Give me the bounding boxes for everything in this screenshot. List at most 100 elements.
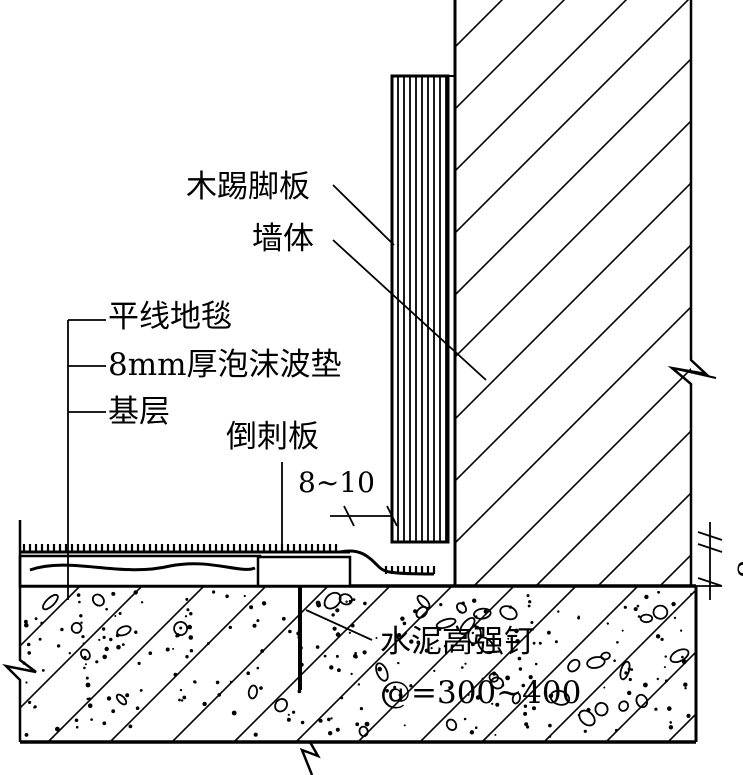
slab-dot: [388, 639, 391, 642]
wood-baseboard: [390, 74, 455, 544]
slab-pebble: [435, 617, 457, 630]
slab-pebble: [70, 622, 83, 634]
slab-dot: [630, 668, 634, 671]
slab-dot: [424, 648, 429, 653]
slab-dot: [281, 616, 286, 621]
slab-dot: [178, 698, 181, 702]
slab-pebble: [490, 676, 505, 690]
slab-dot: [683, 682, 688, 687]
slab-hatch-line: [0, 587, 17, 742]
slab-dot: [528, 675, 533, 680]
slab-dot: [557, 610, 560, 613]
slab-dot: [471, 631, 474, 635]
slab-pebble: [358, 725, 369, 738]
slab-dot: [400, 616, 405, 621]
slab-pebble: [115, 693, 128, 706]
slab-dot: [461, 666, 464, 669]
slab-hatch-line: [481, 587, 638, 742]
slab-hatch-line: [295, 587, 452, 742]
slab-dot: [518, 667, 523, 671]
slab-dot: [664, 679, 668, 683]
slab-dot: [684, 687, 687, 690]
wall-hatch-line: [455, 119, 691, 359]
slab-dot: [416, 640, 421, 645]
slab-pebble: [415, 605, 429, 619]
slab-dot: [350, 623, 355, 628]
slab-pebble: [247, 684, 258, 700]
slab-dot: [327, 717, 331, 722]
slab-dot: [348, 631, 351, 634]
slab-pebble: [274, 698, 288, 713]
gripper-strip: [256, 555, 352, 588]
slab-dot: [179, 626, 183, 630]
slab-dot: [329, 665, 334, 670]
slab-pebble: [567, 658, 581, 673]
slab-dot: [354, 654, 358, 659]
label-pad: 8mm厚泡沫波垫: [108, 347, 342, 383]
concrete-slab: [0, 584, 698, 775]
slab-dot: [24, 733, 29, 737]
wall-hatch-line: [660, 553, 691, 585]
slab-pebble: [116, 625, 132, 637]
slab-dot: [667, 706, 672, 711]
slab-dot: [125, 693, 130, 698]
wall-hatch-line: [455, 181, 691, 421]
slab-pebble: [669, 648, 690, 664]
label-height: 8: [731, 560, 743, 578]
slab-dot: [41, 669, 45, 672]
slab-dot: [118, 612, 122, 615]
slab-dot: [229, 680, 232, 684]
slab-dot: [288, 629, 292, 634]
slab-pebble: [511, 692, 522, 705]
slab-dot: [375, 637, 378, 639]
wall-hatch: [455, 0, 691, 585]
slab-dot: [613, 659, 616, 662]
slab-pebble: [618, 700, 630, 712]
slab-dot: [111, 591, 116, 596]
slab-dot: [85, 676, 89, 680]
wall-hatch-line: [455, 0, 628, 173]
slab-dot: [483, 609, 488, 614]
slab-dot: [507, 637, 510, 640]
slab-dot: [686, 713, 691, 719]
slab-dot: [189, 649, 194, 653]
slab-dot: [397, 661, 400, 665]
slab-dot: [681, 655, 684, 659]
slab-dot: [137, 661, 141, 666]
slab-pebble: [338, 593, 353, 606]
slab-dot: [463, 717, 467, 721]
slab-dot: [180, 699, 184, 702]
slab-dot: [33, 706, 36, 709]
slab-dot: [256, 619, 260, 623]
height-dimension: [696, 522, 723, 600]
slab-dot: [543, 691, 547, 695]
slab-dot: [526, 594, 530, 598]
slab-dot: [340, 696, 344, 700]
slab-dot: [74, 718, 79, 723]
slab-dot: [668, 725, 674, 730]
slab-dot: [25, 681, 28, 684]
slab-pebble: [619, 660, 631, 681]
slab-dot: [402, 621, 407, 626]
slab-pebble: [91, 593, 105, 607]
slab-pebble: [455, 602, 468, 614]
slab-dot: [85, 682, 91, 688]
slab-dot: [636, 604, 640, 608]
slab-dot: [532, 641, 536, 645]
slab-dot: [528, 600, 532, 604]
slab-dot: [24, 619, 28, 624]
slab-dot: [357, 683, 361, 686]
slab-dot: [532, 706, 536, 711]
slab-dot: [148, 651, 153, 655]
slab-dot: [87, 703, 93, 708]
slab-dot: [315, 645, 320, 649]
slab-dot: [403, 724, 406, 727]
slab-pebble: [467, 625, 482, 645]
slab-dot: [527, 604, 531, 608]
slab-dot: [359, 707, 363, 711]
slab-dot: [345, 600, 348, 603]
slab-dot: [603, 686, 606, 689]
label-spacing: @=300~400: [380, 675, 581, 711]
slab-dot: [554, 640, 558, 644]
slab-dot: [286, 717, 291, 722]
